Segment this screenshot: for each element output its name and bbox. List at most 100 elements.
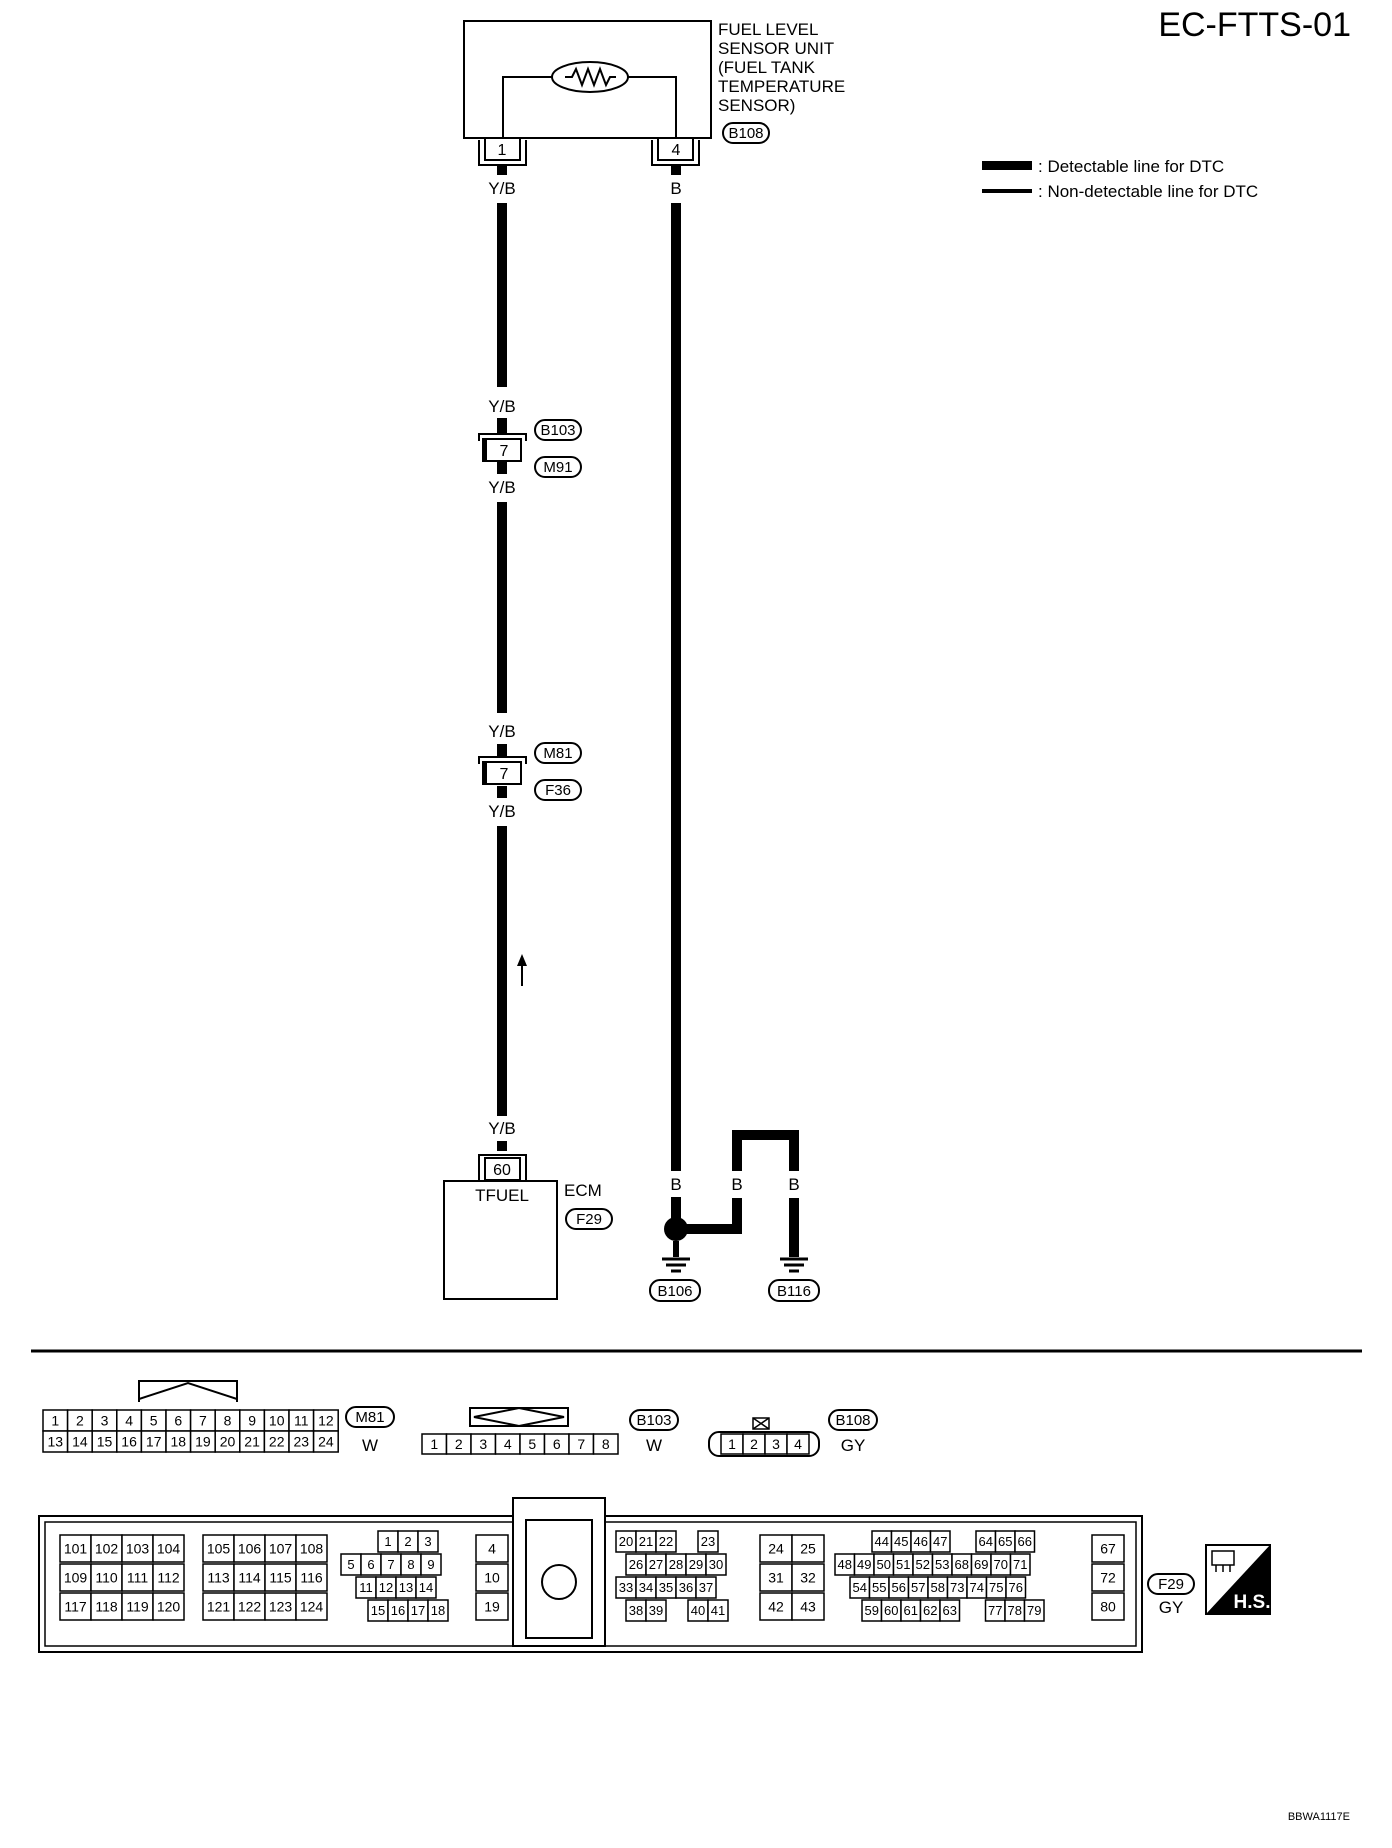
- cavity-number: 20: [619, 1534, 633, 1549]
- cavity-number: 71: [1013, 1557, 1027, 1572]
- cavity-number: 33: [619, 1580, 633, 1595]
- connector-cavity: [420, 1553, 442, 1576]
- cavity-number: 64: [979, 1534, 993, 1549]
- joint2-pin-label: 7: [500, 766, 509, 783]
- connector-cavity: [152, 1592, 185, 1621]
- wire-color-label: B: [670, 179, 681, 198]
- cavity-number: 40: [691, 1603, 705, 1618]
- joint2-housing: [478, 756, 527, 764]
- cavity-number: 42: [768, 1599, 784, 1615]
- joint2-top-connector-id: M81: [543, 745, 572, 762]
- cavity-number: 105: [207, 1541, 231, 1557]
- connector-cavity: [121, 1563, 154, 1592]
- connector-cavity: [312, 1430, 339, 1453]
- sensor-pin4-box: [657, 137, 694, 161]
- joint2-bottom-connector-id: F36: [545, 782, 571, 799]
- cavity-number: 15: [371, 1603, 385, 1618]
- cavity-number: 70: [994, 1557, 1008, 1572]
- connector-cavity: [152, 1534, 185, 1563]
- wire-segment: [789, 1130, 799, 1171]
- m81-lock-chevron: [138, 1381, 238, 1400]
- cavity-number: 12: [379, 1580, 393, 1595]
- f29-lock-hole: [541, 1564, 577, 1600]
- cavity-number: 62: [923, 1603, 937, 1618]
- wire-segment: [673, 1241, 679, 1257]
- sensor-pin1-box: [484, 137, 521, 161]
- cavity-number: 10: [484, 1570, 500, 1586]
- cavity-number: 69: [974, 1557, 988, 1572]
- cavity-number: 7: [387, 1557, 394, 1572]
- cavity-number: 59: [865, 1603, 879, 1618]
- b103-lock-tab: [469, 1407, 569, 1427]
- cavity-number: 2: [404, 1534, 411, 1549]
- cavity-number: 30: [709, 1557, 723, 1572]
- wire-color-label: Y/B: [488, 478, 515, 497]
- cavity-number: 78: [1008, 1603, 1022, 1618]
- cavity-number: 44: [875, 1534, 889, 1549]
- b108-connector-id: B108: [835, 1412, 870, 1429]
- cavity-number: 118: [95, 1599, 118, 1615]
- b103-connector-id: B103: [636, 1412, 671, 1429]
- cavity-number: 3: [479, 1436, 487, 1452]
- m81-connector-id: M81: [355, 1409, 384, 1426]
- connector-cavity: [1014, 1530, 1036, 1553]
- cavity-number: 1: [384, 1534, 391, 1549]
- cavity-number: 6: [553, 1436, 561, 1452]
- connector-cavity: [121, 1534, 154, 1563]
- cavity-number: 22: [659, 1534, 673, 1549]
- connector-cavity: [475, 1563, 509, 1592]
- connector-cavity: [121, 1592, 154, 1621]
- cavity-number: 8: [407, 1557, 414, 1572]
- cavity-number: 17: [146, 1434, 162, 1450]
- cavity-number: 22: [269, 1434, 285, 1450]
- connector-cavity: [59, 1563, 92, 1592]
- f29-badge: [1147, 1573, 1195, 1595]
- cavity-number: 72: [1100, 1570, 1116, 1586]
- joint2-pin-shadow: [483, 762, 487, 784]
- cavity-number: 4: [794, 1436, 802, 1452]
- cavity-number: 4: [504, 1436, 512, 1452]
- connector-cavity: [475, 1534, 509, 1563]
- cavity-number: 103: [126, 1541, 150, 1557]
- cavity-number: 55: [872, 1580, 886, 1595]
- figure-code: BBWA1117E: [1288, 1811, 1350, 1823]
- cavity-number: 29: [689, 1557, 703, 1572]
- f29-connector-id: F29: [1158, 1576, 1184, 1593]
- joint2-top-badge: [534, 742, 582, 764]
- connector-cavity: [1091, 1563, 1125, 1592]
- cavity-number: 58: [931, 1580, 945, 1595]
- wire-segment: [671, 203, 681, 1171]
- cavity-number: 76: [1009, 1580, 1023, 1595]
- m81-badge: [345, 1406, 395, 1428]
- m81-lock-tab: [138, 1380, 238, 1402]
- cavity-number: 61: [904, 1603, 918, 1618]
- hs-badge-text: H.S.: [1234, 1592, 1271, 1613]
- connector-cavity: [295, 1563, 328, 1592]
- wire-segment: [676, 1224, 742, 1234]
- cavity-number: 6: [367, 1557, 374, 1572]
- wire-segment: [671, 165, 681, 175]
- connector-cavity: [707, 1599, 729, 1622]
- cavity-number: 111: [127, 1570, 148, 1586]
- cavity-number: 21: [639, 1534, 653, 1549]
- wire-color-label: Y/B: [488, 722, 515, 741]
- signal-wire-yb: Y/B Y/B Y/B Y/B Y/B Y/B: [488, 165, 527, 1151]
- hs-badge: H.S.: [1205, 1544, 1271, 1615]
- cavity-number: 20: [220, 1434, 236, 1450]
- ecm: 60 TFUEL ECM F29: [443, 1154, 613, 1300]
- connector-cavity: [152, 1563, 185, 1592]
- cavity-number: 45: [894, 1534, 908, 1549]
- wire-segment: [732, 1198, 742, 1234]
- m81-wire-color: W: [362, 1436, 378, 1455]
- cavity-number: 75: [989, 1580, 1003, 1595]
- sensor-connector-badge: [722, 122, 770, 144]
- b103-wire-color: W: [646, 1436, 662, 1455]
- cavity-number: 77: [988, 1603, 1002, 1618]
- cavity-number: 57: [911, 1580, 925, 1595]
- cavity-number: 6: [174, 1413, 182, 1429]
- sensor-label-line-4: TEMPERATURE: [718, 77, 845, 96]
- cavity-number: 24: [768, 1541, 784, 1557]
- wire-segment: [671, 1197, 681, 1219]
